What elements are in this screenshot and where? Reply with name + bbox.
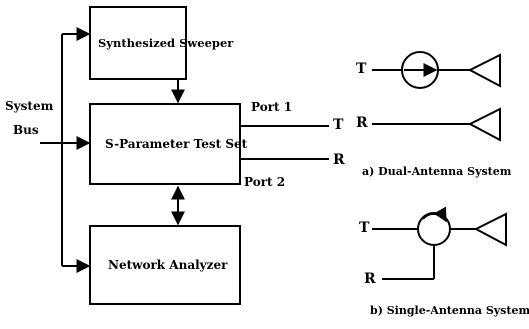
system-bus-label-line2: Bus xyxy=(13,123,39,137)
port-t-signal-label: T xyxy=(333,117,344,133)
analyzer-label: Network Analyzer xyxy=(108,258,228,272)
dual-t-label: T xyxy=(356,61,367,77)
sweeper-label: Synthesized Sweeper xyxy=(98,36,234,50)
single-r-label: R xyxy=(364,271,376,287)
s-parameter-test-set-box xyxy=(89,103,241,185)
circulator-arc xyxy=(422,206,447,223)
system-bus-label-line1: System xyxy=(5,99,54,113)
port2-label: Port 2 xyxy=(244,175,286,189)
dual-antenna-caption: a) Dual-Antenna System xyxy=(362,165,512,178)
dual-r-label: R xyxy=(356,115,368,131)
synthesized-sweeper-box xyxy=(89,6,187,80)
test-set-label: S-Parameter Test Set xyxy=(105,137,248,151)
port1-label: Port 1 xyxy=(251,100,293,114)
network-analyzer-box xyxy=(89,225,241,305)
single-antenna xyxy=(473,212,507,247)
dual-t-antenna xyxy=(467,53,501,88)
dual-r-antenna xyxy=(467,107,501,142)
single-t-label: T xyxy=(359,220,370,236)
single-antenna-caption: b) Single-Antenna System xyxy=(370,304,529,317)
port-r-signal-label: R xyxy=(333,152,345,168)
